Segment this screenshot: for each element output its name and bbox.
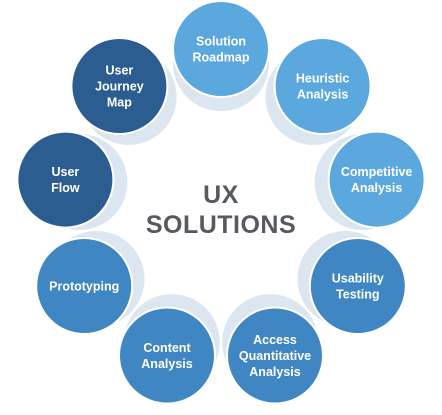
node-circle bbox=[118, 306, 216, 405]
node-circle bbox=[308, 237, 407, 335]
center-title-line2: SOLUTIONS bbox=[145, 211, 297, 239]
node-circle bbox=[172, 0, 270, 98]
node-label-line: User bbox=[106, 64, 134, 78]
center-title: UX SOLUTIONS bbox=[141, 180, 301, 240]
node-label-line: Analysis bbox=[297, 88, 348, 102]
node-label-line: Analysis bbox=[351, 181, 402, 195]
node-label-line: Map bbox=[107, 96, 132, 110]
node-prototyping: Prototyping bbox=[35, 237, 134, 335]
center-title-line1: UX bbox=[203, 181, 239, 209]
node-circle bbox=[70, 37, 169, 135]
node-label-line: Roadmap bbox=[193, 51, 250, 65]
node-label-line: Solution bbox=[196, 35, 246, 49]
node-label-line: User bbox=[52, 165, 80, 179]
node-circle bbox=[16, 130, 115, 229]
node-circle bbox=[226, 306, 324, 405]
node-circle bbox=[327, 130, 426, 229]
node-circle bbox=[273, 37, 372, 135]
node-label-line: Content bbox=[143, 341, 191, 355]
node-label-line: Heuristic bbox=[296, 72, 350, 86]
node-label-line: Access bbox=[253, 333, 297, 347]
node-label-line: Quantitative bbox=[239, 349, 311, 363]
node-label-line: Competitive bbox=[341, 165, 413, 179]
node-circle bbox=[35, 237, 134, 335]
node-label-line: Analysis bbox=[249, 365, 300, 379]
node-label-line: Usability bbox=[332, 272, 384, 286]
node-label-line: Flow bbox=[51, 181, 80, 195]
node-label-line: Testing bbox=[336, 288, 380, 302]
node-label-line: Journey bbox=[95, 80, 144, 94]
node-label-line: Analysis bbox=[141, 357, 192, 371]
node-label-line: Prototyping bbox=[49, 280, 119, 294]
